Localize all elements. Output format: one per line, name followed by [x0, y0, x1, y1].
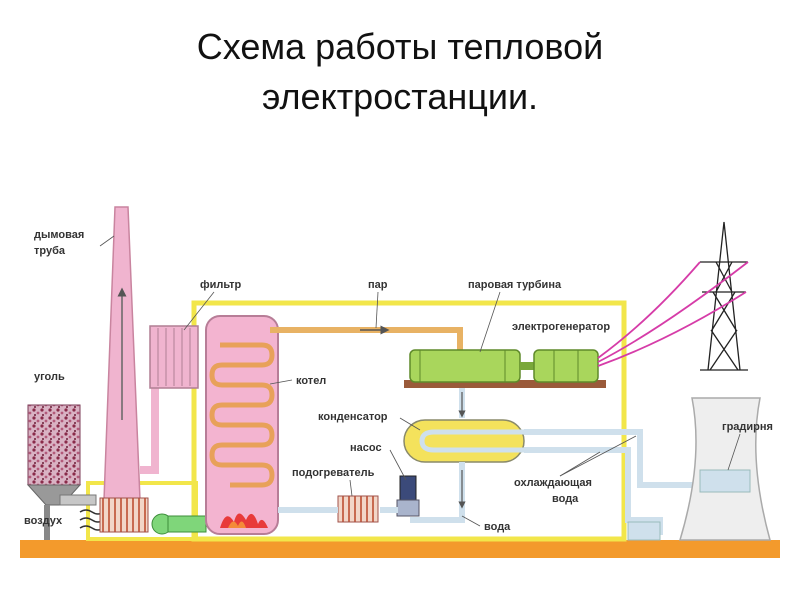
label-chimney-1: дымовая [34, 229, 84, 241]
label-water: вода [484, 521, 511, 533]
page-title: Схема работы тепловой электростанции. [0, 22, 800, 122]
coal-feeder [59, 494, 97, 506]
turbine-base [404, 380, 606, 388]
label-tower: градирня [722, 421, 773, 433]
power-lines [597, 261, 749, 367]
steam-pipe [270, 327, 463, 352]
turbine-shaft [520, 362, 534, 370]
label-cooling-1: охлаждающая [514, 477, 592, 489]
ground-strip [20, 540, 780, 558]
tower-water [699, 469, 751, 493]
label-condenser: конденсатор [318, 411, 388, 423]
label-coal: уголь [34, 371, 65, 383]
label-boiler: котел [296, 375, 326, 387]
title-line-1: Схема работы тепловой [196, 26, 604, 67]
label-steam: пар [368, 279, 388, 291]
plant-frame [191, 300, 627, 542]
flue-duct [140, 350, 159, 474]
transmission-tower [700, 221, 748, 371]
coal-hopper [27, 404, 81, 486]
label-heater: подогреватель [292, 467, 375, 479]
label-air: воздух [24, 515, 63, 527]
air-preheater [99, 497, 149, 533]
label-turbine: паровая турбина [468, 279, 562, 291]
condenser-coil [419, 429, 524, 453]
cooling-tower [678, 397, 771, 541]
cooling-pipe-out [524, 429, 700, 488]
tower-basin [627, 521, 661, 541]
label-filter: фильтр [200, 279, 242, 291]
label-generator: электрогенератор [512, 321, 610, 333]
label-pump: насос [350, 442, 382, 454]
label-chimney-2: труба [34, 245, 66, 257]
burner-flame [220, 513, 268, 528]
title-line-2: электростанции. [261, 76, 539, 117]
feedwater-heater [337, 495, 379, 523]
boiler-coil [209, 342, 275, 488]
leader-lines [99, 235, 741, 527]
steam-turbine [409, 349, 521, 383]
pump [399, 475, 417, 501]
label-cooling-2: вода [552, 493, 579, 505]
electric-generator [533, 349, 599, 383]
hopper-stand [44, 505, 50, 540]
